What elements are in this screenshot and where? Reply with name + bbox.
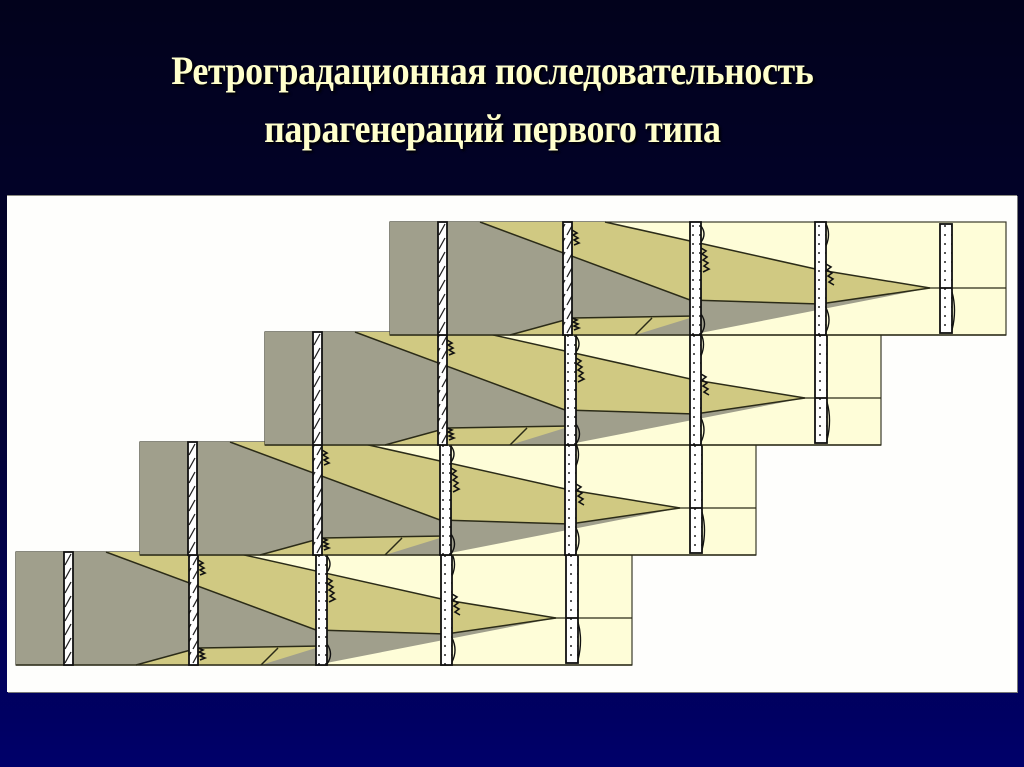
panel-2 xyxy=(139,441,757,556)
title-line-2: парагенераций первого типа xyxy=(264,106,721,151)
slide-title: Ретроградационная последовательность пар… xyxy=(0,42,985,158)
panel-1 xyxy=(15,551,633,666)
panel-4 xyxy=(389,221,1007,336)
title-line-1: Ретроградационная последовательность xyxy=(171,48,814,93)
panel-3 xyxy=(264,331,882,446)
